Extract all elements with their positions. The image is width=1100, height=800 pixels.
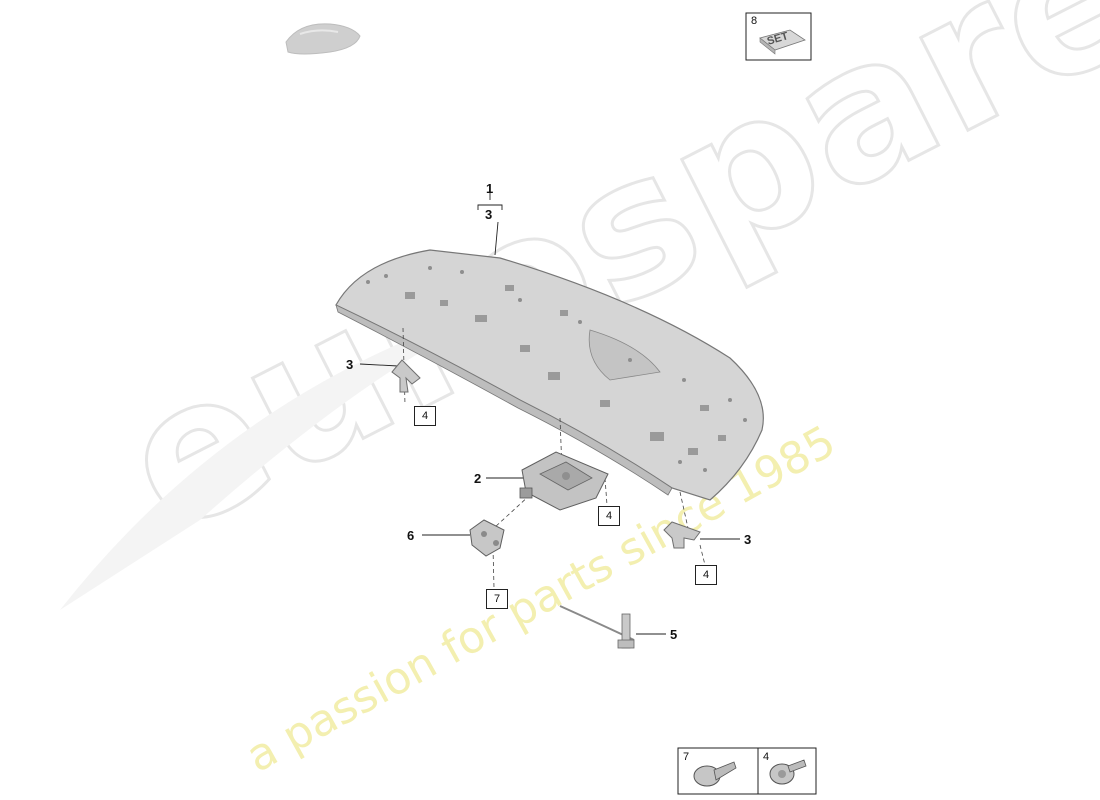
callout-3-right: 3 xyxy=(744,532,752,547)
legend-number-7: 7 xyxy=(683,751,690,763)
legend-panel xyxy=(677,747,817,795)
set-box xyxy=(745,12,812,61)
lock-mechanism xyxy=(519,451,609,511)
bolt-4-icon xyxy=(769,759,807,785)
roof-panel xyxy=(335,249,764,501)
bracket-right xyxy=(663,521,701,549)
set-box-number: 8 xyxy=(751,15,758,27)
ref-box-4-right: 4 xyxy=(695,565,717,585)
legend-number-4: 4 xyxy=(763,751,770,763)
release-cable xyxy=(559,605,635,649)
watermark-swoosh xyxy=(60,300,520,610)
callout-3-left: 3 xyxy=(346,357,354,372)
callout-3-top: 3 xyxy=(485,207,493,222)
ref-box-4-left: 4 xyxy=(414,406,436,426)
callout-2: 2 xyxy=(474,471,482,486)
callout-5: 5 xyxy=(670,627,678,642)
bracket-left xyxy=(391,359,421,393)
ref-box-7: 7 xyxy=(486,589,508,609)
callout-1: 1 xyxy=(486,181,494,196)
callout-6: 6 xyxy=(407,528,415,543)
bolt-7-icon xyxy=(693,761,737,787)
striker xyxy=(469,519,505,557)
car-silhouette-icon xyxy=(285,23,361,55)
ref-box-4-center: 4 xyxy=(598,506,620,526)
